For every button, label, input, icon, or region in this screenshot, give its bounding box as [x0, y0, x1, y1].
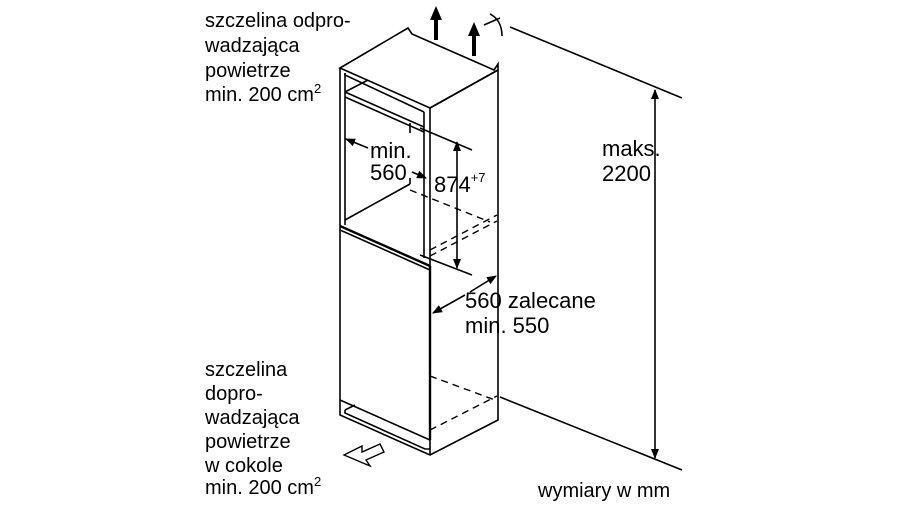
niche-width-dimension: min. 560	[345, 138, 427, 185]
svg-text:min. 200 cm2: min. 200 cm2	[205, 81, 321, 106]
total-height-dimension: maks. 2200	[499, 26, 683, 471]
depth-recommended: 560 zalecane	[465, 288, 596, 313]
niche-height-tolerance: +7	[471, 170, 486, 185]
max-height-value: 2200	[602, 161, 651, 186]
niche-width-value: 560	[370, 160, 407, 185]
top-air-outlet-label: szczelina odpro- wadzająca powietrze min…	[204, 10, 351, 106]
label-line: wadzająca	[204, 407, 300, 429]
units-note: wymiary w mm	[537, 480, 670, 502]
arrow-up-icon	[430, 6, 442, 40]
bottom-air-inlet-label: szczelina dopro- wadzająca powietrze w c…	[204, 359, 321, 499]
air-inlet-arrow-icon	[342, 443, 385, 468]
label-line: wadzająca	[204, 35, 300, 57]
niche-width-label: min.	[370, 138, 412, 163]
depth-dimension: 560 zalecane min. 550	[432, 275, 596, 338]
label-line: powietrze	[205, 60, 291, 82]
label-line: min. 200 cm	[205, 84, 314, 106]
label-line: dopro-	[205, 383, 263, 405]
label-line: min. 200 cm	[205, 477, 314, 499]
max-height-label: maks.	[602, 136, 661, 161]
niche-height-dimension: 874+7	[419, 127, 486, 276]
superscript: 2	[314, 81, 321, 96]
label-line: w cokole	[204, 455, 283, 477]
air-flow-symbol-icon	[483, 13, 503, 37]
svg-text:874+7: 874+7	[434, 170, 486, 197]
niche-height-value: 874	[434, 172, 471, 197]
label-line: szczelina	[205, 359, 288, 381]
cabinet-drawing	[338, 26, 499, 456]
air-outlet-arrows	[430, 6, 503, 56]
label-line: powietrze	[205, 431, 291, 453]
arrow-up-icon	[468, 22, 480, 56]
svg-text:min. 200 cm2: min. 200 cm2	[205, 474, 321, 499]
depth-minimum: min. 550	[465, 313, 549, 338]
label-line: szczelina odpro-	[205, 10, 351, 32]
superscript: 2	[314, 474, 321, 489]
